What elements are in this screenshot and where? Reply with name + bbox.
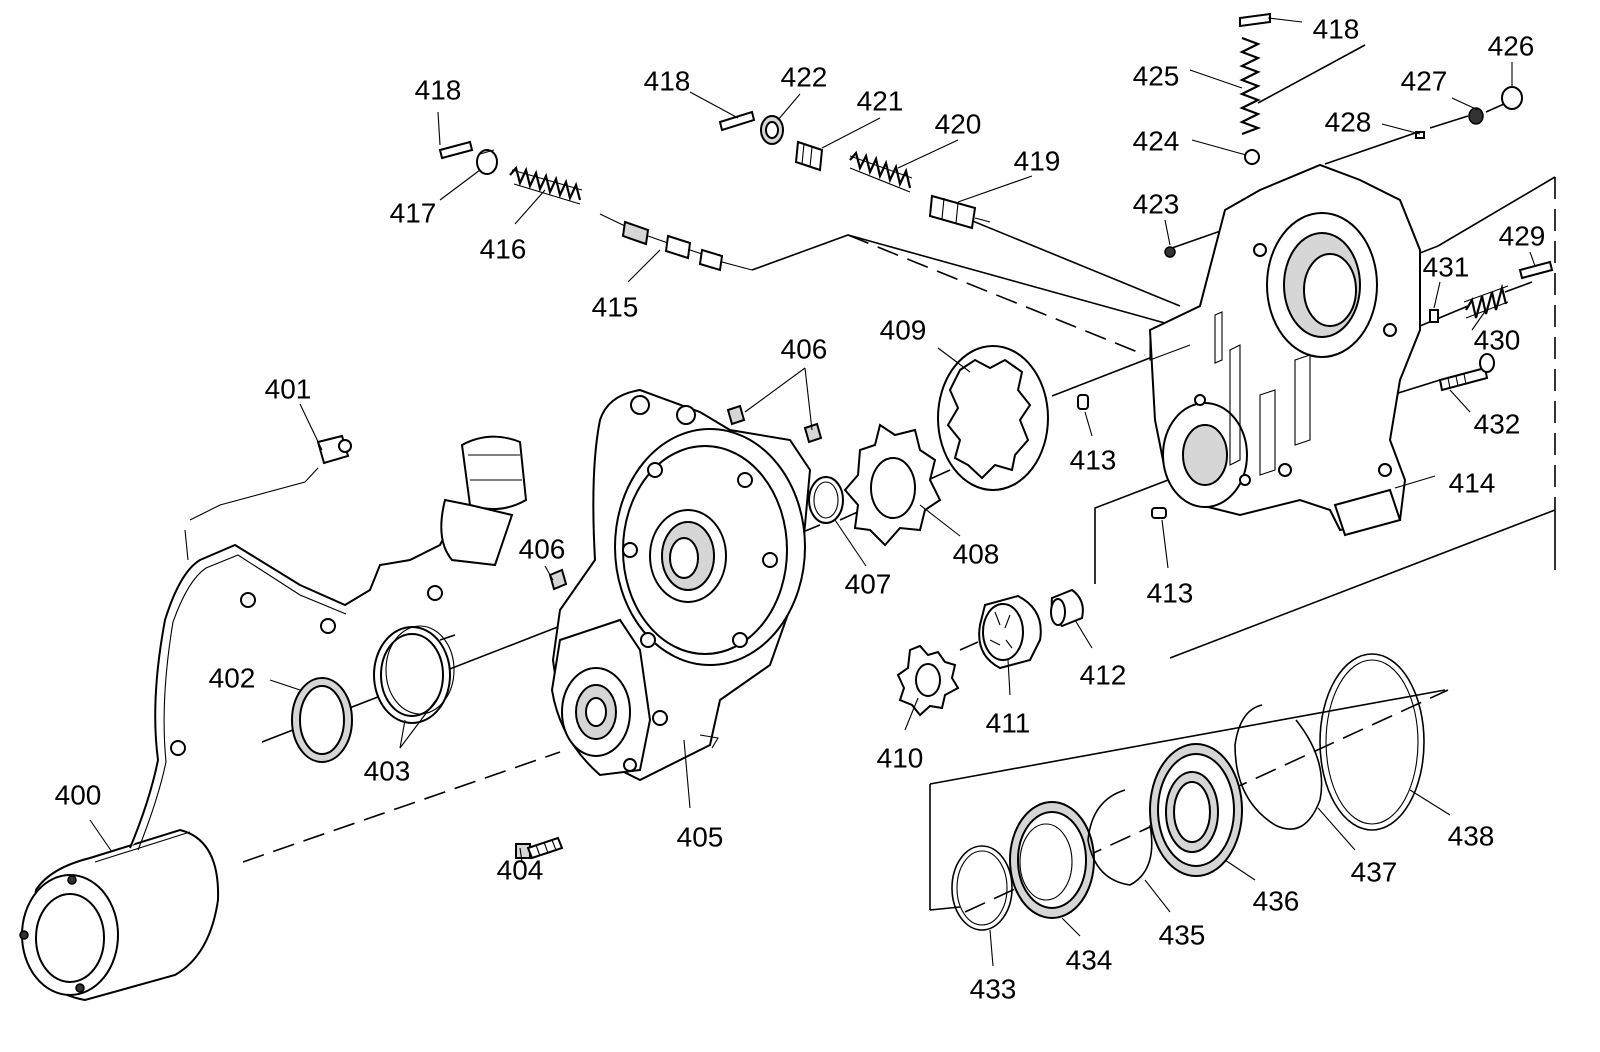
bolt-404 [515, 836, 564, 860]
callout-c432: 432 [1474, 408, 1521, 439]
callout-c425: 425 [1133, 60, 1180, 91]
valve-body-414 [1148, 163, 1421, 537]
cap-426 [1501, 86, 1523, 110]
callout-c411: 411 [986, 707, 1031, 738]
callout-c405: 405 [677, 821, 724, 852]
gear-408 [843, 423, 942, 547]
callout-c436: 436 [1253, 885, 1300, 916]
callout-c404: 404 [497, 854, 544, 885]
cap-417 [476, 149, 498, 175]
callout-c406b: 406 [781, 333, 828, 364]
callout-c407: 407 [845, 568, 892, 599]
callout-c419: 419 [1014, 145, 1061, 176]
callout-c418c: 418 [1313, 13, 1360, 44]
callout-c409: 409 [880, 314, 927, 345]
callout-c413b: 413 [1147, 577, 1194, 608]
spring-425 [1239, 36, 1262, 136]
ball-424 [1244, 149, 1260, 165]
pin-428 [1415, 131, 1425, 139]
spring-430 [1463, 283, 1509, 319]
callout-c400: 400 [55, 779, 102, 810]
callout-c417: 417 [390, 197, 437, 228]
callout-c429: 429 [1499, 220, 1546, 251]
plug-423 [1164, 246, 1176, 258]
snap-ring-435 [1087, 789, 1153, 886]
callout-c431: 431 [1423, 251, 1470, 282]
callout-labels: 400 401 402 403 404 405 406 406 407 408 409 410 411 4… [55, 13, 1546, 1004]
seal-434 [1009, 801, 1095, 919]
motor-housing-400 [19, 828, 220, 1002]
valve-419 [928, 194, 991, 230]
snap-ring-437 [1234, 704, 1323, 830]
pin-418a [438, 140, 474, 160]
callout-c420: 420 [935, 108, 982, 139]
plug-406a [548, 568, 568, 591]
plug-406b [726, 404, 823, 444]
callout-c437: 437 [1351, 856, 1398, 887]
pin-418c [1239, 12, 1271, 28]
rotor-411 [978, 594, 1042, 670]
callout-c415: 415 [592, 291, 639, 322]
callout-c416: 416 [480, 233, 527, 264]
callout-c418a: 418 [415, 74, 462, 105]
callout-c422: 422 [781, 61, 828, 92]
callout-c433: 433 [970, 973, 1017, 1004]
bushing-421 [794, 140, 824, 172]
callout-c423: 423 [1133, 188, 1180, 219]
callout-c402: 402 [209, 662, 256, 693]
callout-c430: 430 [1474, 324, 1521, 355]
spring-420 [849, 150, 913, 193]
callout-c408: 408 [953, 538, 1000, 569]
pin-418b [718, 110, 756, 132]
callout-c428: 428 [1325, 106, 1372, 137]
callout-c413a: 413 [1070, 444, 1117, 475]
gear-410 [896, 644, 960, 717]
leader-lines [89, 17, 1536, 967]
spring-416 [509, 165, 583, 205]
seal-402 [291, 677, 353, 763]
snap-ring-433 [951, 845, 1013, 931]
callout-c410: 410 [877, 742, 924, 773]
bolt-432 [1438, 353, 1495, 392]
ring-438 [1319, 653, 1425, 831]
callout-c403: 403 [364, 755, 411, 786]
ring-403 [373, 625, 455, 724]
rotor-ring-409 [937, 345, 1049, 491]
pump-body-405 [550, 388, 812, 782]
part-431 [1429, 309, 1439, 323]
callout-c435: 435 [1159, 919, 1206, 950]
spool-415 [599, 213, 753, 272]
callout-c414: 414 [1449, 467, 1496, 498]
plug-427 [1468, 107, 1484, 125]
pin-413a [1077, 394, 1089, 410]
callout-c421: 421 [857, 85, 904, 116]
callout-c418b: 418 [644, 65, 691, 96]
piston-436 [1149, 743, 1243, 877]
pin-429 [1518, 260, 1554, 280]
callout-c434: 434 [1066, 944, 1113, 975]
callout-c401: 401 [265, 373, 312, 404]
sleeve-412 [1050, 588, 1084, 628]
callout-c406a: 406 [519, 533, 566, 564]
o-ring-407 [808, 476, 844, 524]
callout-c427: 427 [1401, 65, 1448, 96]
callout-c424: 424 [1133, 125, 1180, 156]
wiring-harness [129, 434, 528, 851]
cap-422 [760, 115, 784, 145]
callout-c412: 412 [1080, 659, 1127, 690]
pin-413b [1151, 507, 1167, 519]
callout-c426: 426 [1488, 30, 1535, 61]
callout-c438: 438 [1448, 820, 1495, 851]
